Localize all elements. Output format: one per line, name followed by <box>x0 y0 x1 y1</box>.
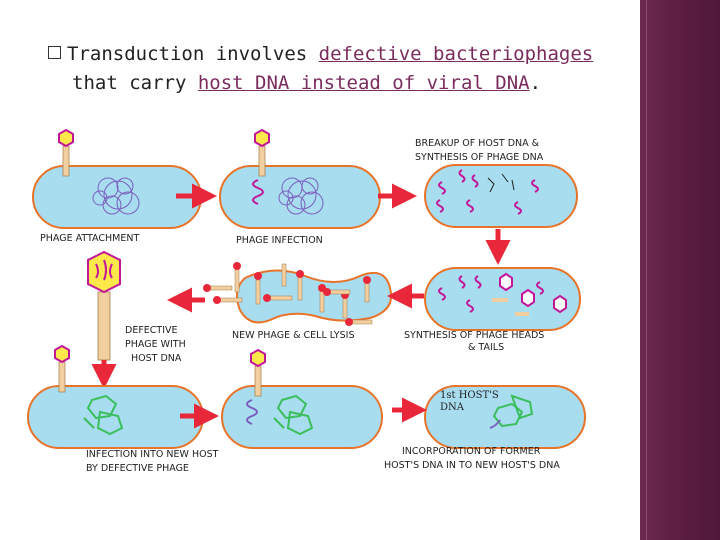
bullet-marker <box>48 46 61 59</box>
label-heads-2: & TAILS <box>468 342 505 353</box>
cell-lysis <box>235 269 392 324</box>
label-breakup: BREAKUP OF HOST DNA & <box>415 138 540 149</box>
bullet-line2-prefix: that carry <box>72 72 198 94</box>
phage-dna-injected <box>252 179 264 205</box>
incorporated-dna <box>489 394 534 429</box>
cell-breakup <box>424 164 578 228</box>
slide: Transduction involves defective bacterio… <box>27 40 638 474</box>
phage-parts <box>438 272 567 316</box>
label-defective-3: HOST DNA <box>131 353 182 364</box>
label-heads-1: SYNTHESIS OF PHAGE HEADS <box>404 330 545 341</box>
bullet-prefix: Transduction involves <box>67 43 319 65</box>
label-host-dna-2: DNA <box>440 402 464 413</box>
dna-fragments <box>436 169 539 215</box>
green-dna-1 <box>83 394 124 436</box>
label-infection: PHAGE INFECTION <box>236 235 323 246</box>
green-dna-2 <box>273 394 314 436</box>
injected-host-dna <box>246 399 258 425</box>
sidebar-stripe <box>646 0 647 540</box>
bullet-end: . <box>529 72 542 94</box>
label-defective-2: PHAGE WITH <box>125 339 186 350</box>
label-attachment: PHAGE ATTACHMENT <box>40 233 140 244</box>
host-dna-tangle-1 <box>92 177 140 215</box>
new-phages <box>203 262 373 326</box>
highlight-defective-bacteriophages: defective bacteriophages <box>318 43 594 65</box>
label-lysis: NEW PHAGE & CELL LYSIS <box>232 330 355 341</box>
defective-phage <box>87 250 121 361</box>
label-incorporation-2: HOST'S DNA IN TO NEW HOST'S DNA <box>384 460 560 471</box>
label-defective-1: DEFECTIVE <box>125 325 178 336</box>
host-dna-tangle-2 <box>278 177 324 215</box>
label-synthesis-dna: SYNTHESIS OF PHAGE DNA <box>415 152 544 163</box>
label-incorporation-1: INCORPORATION OF FORMER <box>402 446 541 457</box>
highlight-host-dna: host DNA instead of viral DNA <box>197 72 530 94</box>
cell-new-host <box>27 385 204 449</box>
transduction-diagram <box>27 129 586 449</box>
label-new-host-1: INFECTION INTO NEW HOST <box>86 449 219 460</box>
decorative-sidebar <box>640 0 720 540</box>
label-host-dna-1: 1st HOST'S <box>440 390 499 401</box>
bullet-text: Transduction involves defective bacterio… <box>48 40 638 98</box>
label-new-host-2: BY DEFECTIVE PHAGE <box>86 463 189 474</box>
cell-new-host-2 <box>221 385 383 449</box>
